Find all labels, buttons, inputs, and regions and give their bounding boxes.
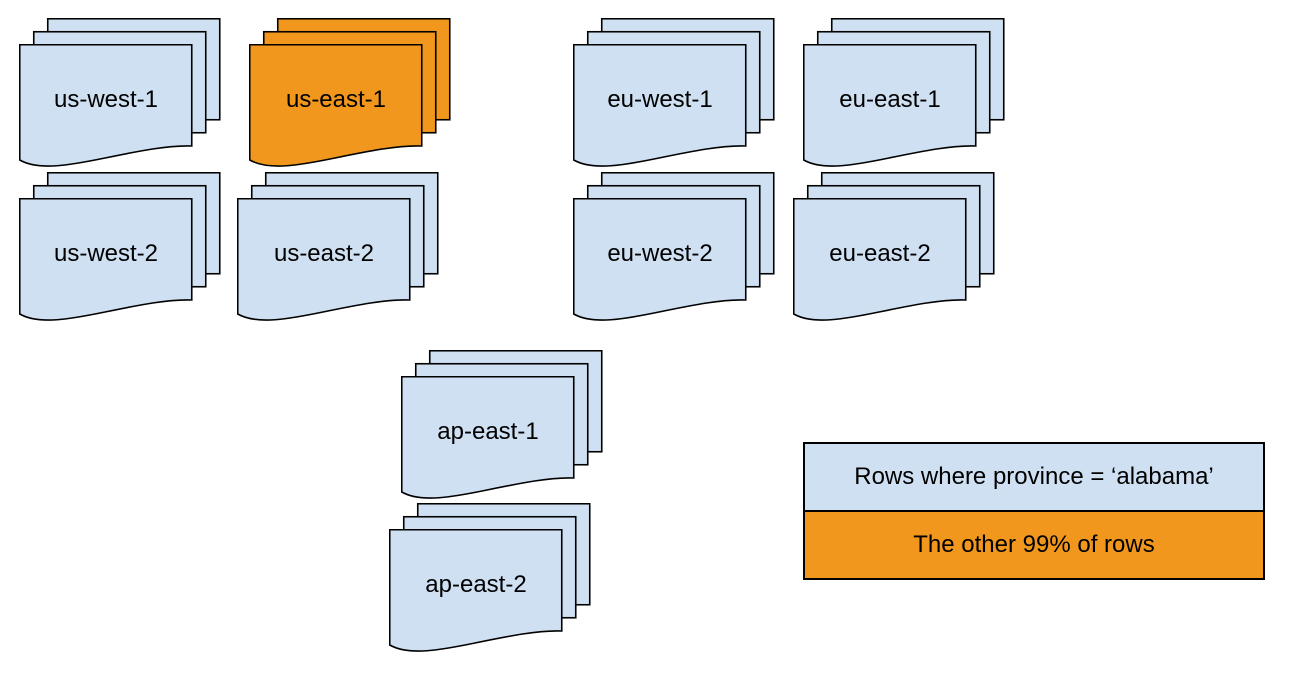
region-label: eu-east-1 (839, 86, 941, 113)
region-label: eu-west-2 (607, 240, 713, 267)
legend: Rows where province = ‘alabama’ The othe… (803, 442, 1265, 580)
document-stack-icon (389, 503, 591, 652)
region-stack-eu-east-2: eu-east-2 (793, 172, 995, 328)
region-label: us-east-1 (285, 86, 387, 113)
legend-item-label: The other 99% of rows (913, 531, 1155, 558)
legend-item-label: Rows where province = ‘alabama’ (854, 463, 1214, 490)
region-stack-ap-east-1: ap-east-1 (401, 350, 603, 506)
region-stack-us-west-1: us-west-1 (19, 18, 221, 174)
region-stack-us-east-2: us-east-2 (237, 172, 439, 328)
region-label: eu-east-2 (829, 240, 931, 267)
region-label: us-west-1 (53, 86, 159, 113)
document-stack-icon (573, 172, 775, 321)
document-stack-icon (237, 172, 439, 321)
legend-item-alabama-rows: Rows where province = ‘alabama’ (803, 442, 1265, 512)
region-stack-us-west-2: us-west-2 (19, 172, 221, 328)
region-label: us-west-2 (53, 240, 159, 267)
document-stack-icon (573, 18, 775, 167)
region-label: us-east-2 (273, 240, 375, 267)
legend-item-other-rows: The other 99% of rows (803, 510, 1265, 580)
region-stack-eu-west-2: eu-west-2 (573, 172, 775, 328)
region-stack-eu-east-1: eu-east-1 (803, 18, 1005, 174)
document-stack-icon (249, 18, 451, 167)
region-label: eu-west-1 (607, 86, 713, 113)
document-stack-icon (19, 172, 221, 321)
region-label: ap-east-2 (425, 571, 527, 598)
region-stack-eu-west-1: eu-west-1 (573, 18, 775, 174)
document-stack-icon (19, 18, 221, 167)
region-label: ap-east-1 (437, 418, 539, 445)
region-stack-us-east-1: us-east-1 (249, 18, 451, 174)
region-stack-ap-east-2: ap-east-2 (389, 503, 591, 659)
document-stack-icon (803, 18, 1005, 167)
document-stack-icon (793, 172, 995, 321)
document-stack-icon (401, 350, 603, 499)
